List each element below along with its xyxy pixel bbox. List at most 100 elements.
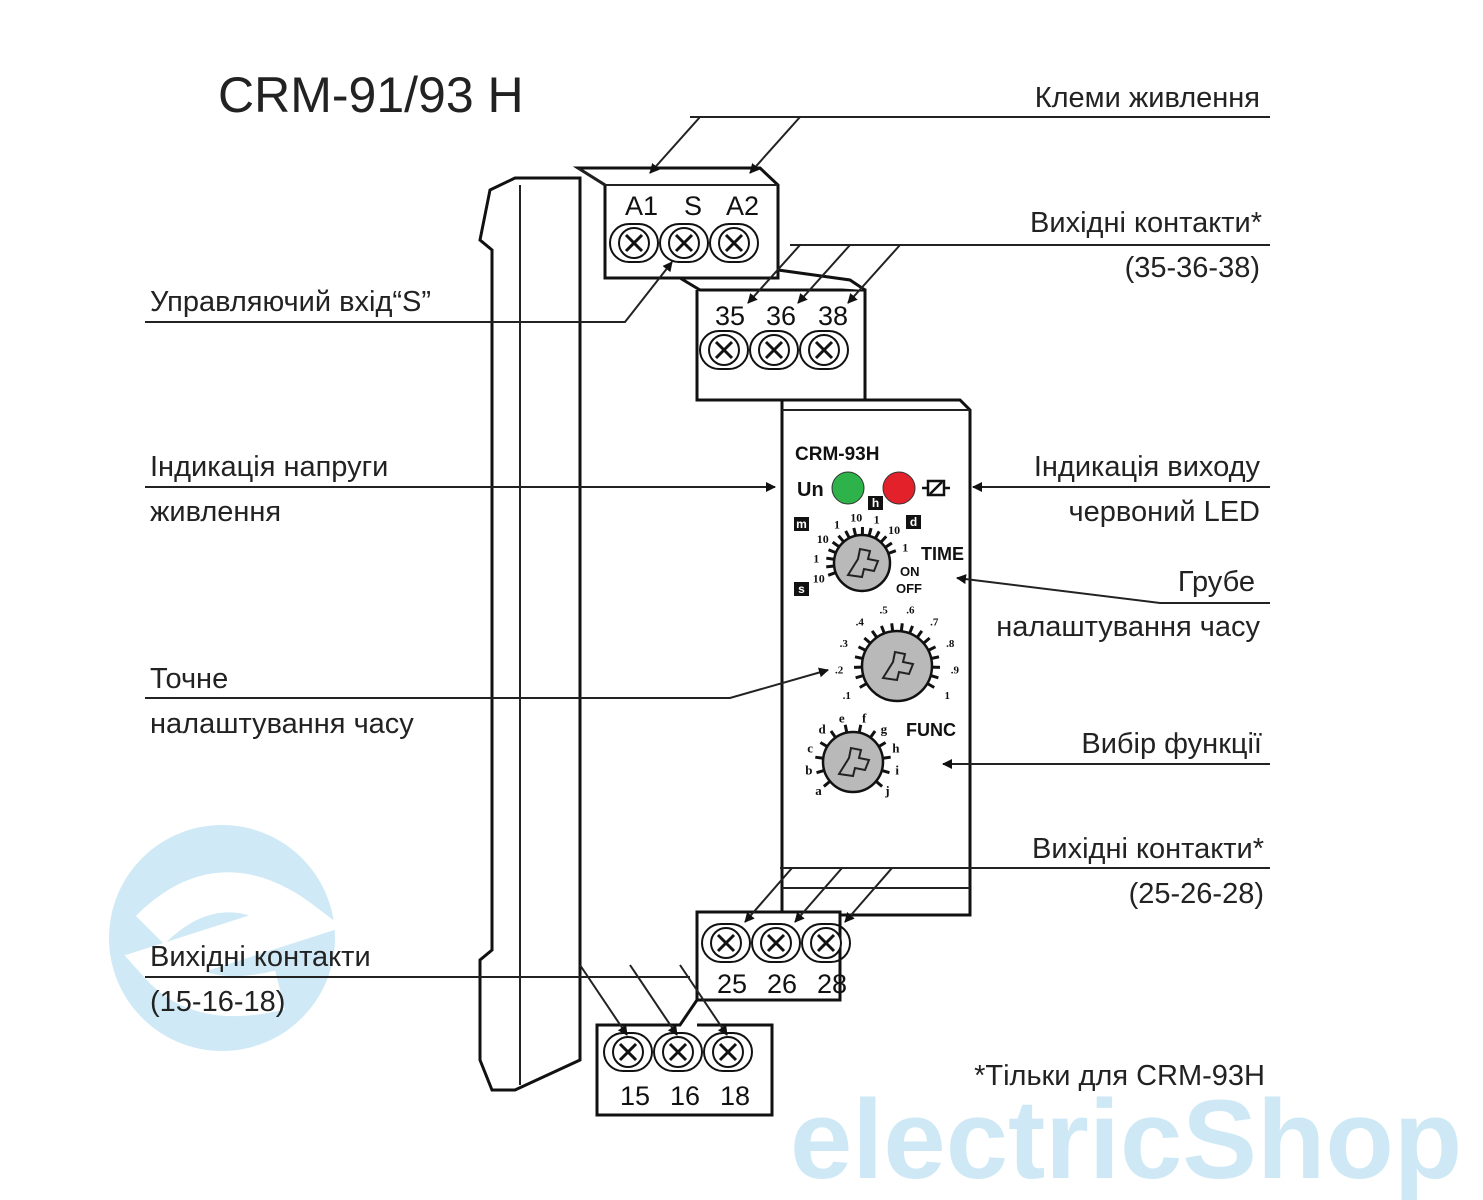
scale-label: f	[862, 710, 867, 725]
screw-icon	[612, 1036, 644, 1068]
terminals-upper: 35 36 38	[715, 301, 848, 331]
scale-label: .4	[856, 617, 865, 629]
power-led-green	[831, 471, 865, 505]
scale-label: .8	[946, 638, 955, 650]
device-title: CRM-91/93 H	[218, 67, 524, 123]
screw-slot	[709, 223, 759, 263]
scale-label: .6	[906, 605, 915, 617]
unit-badge-s: s	[794, 582, 809, 596]
label-coarse-time-2: налаштування часу	[996, 611, 1260, 643]
scale-label: e	[839, 710, 845, 725]
svg-text:s: s	[798, 582, 805, 596]
scale-label: .7	[930, 617, 939, 629]
label-output-contacts-bottom: Вихідні контакти	[150, 941, 371, 973]
screw-slot	[749, 330, 799, 370]
terminal-38: 38	[818, 301, 848, 331]
label-supply-indication-2: живлення	[150, 496, 281, 528]
scale-label: .2	[835, 664, 844, 676]
terminals-bottom: 15 16 18	[620, 1081, 750, 1111]
scale-label: .3	[840, 638, 849, 650]
panel-un-label: Un	[797, 479, 824, 501]
terminal-26: 26	[767, 969, 797, 999]
screw-icon	[662, 1036, 694, 1068]
scale-label: 1	[813, 551, 819, 565]
terminal-36: 36	[766, 301, 796, 331]
terminal-25: 25	[717, 969, 747, 999]
label-output-contacts-bottom-range: (15-16-18)	[150, 986, 285, 1018]
scale-label: b	[805, 763, 812, 778]
scale-label: h	[892, 740, 900, 755]
func-label: FUNC	[906, 720, 956, 740]
svg-text:h: h	[872, 496, 879, 510]
screw-icon	[810, 927, 842, 959]
scale-label: 1	[874, 512, 880, 526]
scale-label: 10	[817, 532, 829, 546]
scale-label: j	[884, 783, 889, 798]
function-knob-dial[interactable]	[821, 730, 885, 794]
screw-icon	[710, 927, 742, 959]
screw-icon	[758, 334, 790, 366]
label-output-indication-1: Індикація виходу	[1034, 451, 1261, 483]
label-output-indication-2: червоний LED	[1069, 496, 1260, 528]
panel-model: CRM-93H	[795, 444, 879, 465]
terminal-18: 18	[720, 1081, 750, 1111]
unit-badge-m: m	[794, 517, 809, 531]
terminal-35: 35	[715, 301, 745, 331]
scale-label: 1	[834, 517, 840, 531]
knob-pointer-icon	[881, 650, 915, 682]
knob-pointer-icon	[846, 547, 880, 579]
scale-label: 10	[850, 510, 862, 524]
scale-label: .1	[843, 690, 851, 702]
screw-slot	[609, 223, 659, 263]
svg-text:m: m	[796, 517, 807, 531]
label-output-contacts-mid: Вихідні контакти*	[1032, 833, 1264, 865]
screw-slot	[603, 1032, 653, 1072]
output-led-red	[882, 471, 916, 505]
scale-label: 10	[888, 523, 900, 537]
scale-label: 1	[944, 690, 950, 702]
fine-time-knob[interactable]: .1.2.3.4.5.6.7.8.91	[835, 605, 960, 703]
screw-icon	[718, 227, 750, 259]
screw-icon	[708, 334, 740, 366]
screw-slot	[703, 1032, 753, 1072]
terminal-screws	[603, 223, 851, 1072]
label-output-contacts-mid-range: (25-26-28)	[1129, 878, 1264, 910]
scale-label: d	[819, 721, 827, 736]
scale-label: g	[881, 721, 888, 736]
screw-slot	[699, 330, 749, 370]
screw-icon	[808, 334, 840, 366]
label-output-contacts-top-range: (35-36-38)	[1125, 252, 1260, 284]
svg-text:d: d	[910, 515, 917, 529]
unit-badge-h: h	[868, 496, 883, 510]
terminal-16: 16	[670, 1081, 700, 1111]
terminal-15: 15	[620, 1081, 650, 1111]
label-coarse-time-1: Грубе	[1178, 566, 1255, 598]
label-supply-indication-1: Індикація напруги	[150, 451, 388, 483]
off-label: OFF	[896, 581, 922, 596]
screw-icon	[618, 227, 650, 259]
screw-slot	[701, 923, 751, 963]
label-fine-time-2: налаштування часу	[150, 708, 414, 740]
label-power-terminals: Клеми живлення	[1035, 82, 1260, 114]
terminal-s: S	[684, 191, 702, 221]
leader-lines	[145, 116, 1270, 1036]
scale-label: .9	[951, 664, 960, 676]
scale-label: i	[895, 763, 899, 778]
screw-slot	[799, 330, 849, 370]
screw-slot	[751, 923, 801, 963]
scale-label: 10	[813, 572, 825, 586]
screw-icon	[712, 1036, 744, 1068]
coarse-time-knob-dial[interactable]	[832, 533, 892, 593]
screw-slot	[659, 223, 709, 263]
label-output-contacts-top: Вихідні контакти*	[1030, 207, 1262, 239]
fine-time-knob-dial[interactable]	[860, 629, 934, 703]
terminals-top: A1 S A2	[625, 191, 759, 221]
label-function-select: Вибір функції	[1081, 728, 1262, 760]
scale-label: a	[815, 783, 822, 798]
on-label: ON	[900, 564, 920, 579]
terminal-28: 28	[817, 969, 847, 999]
